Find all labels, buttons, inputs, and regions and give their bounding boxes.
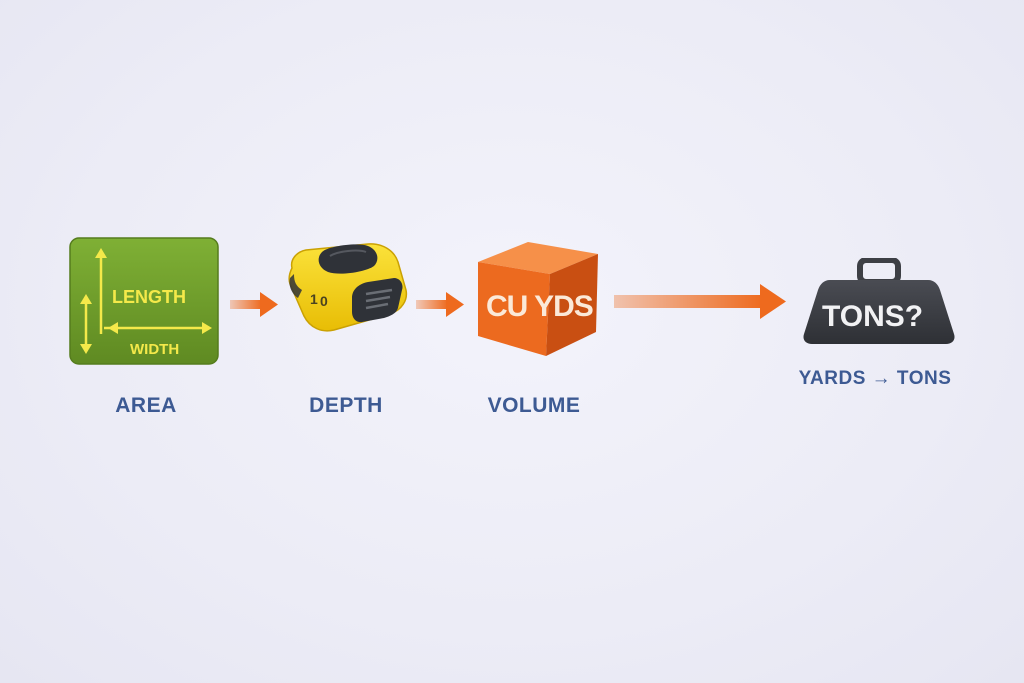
arrow-volume-to-tons [612, 282, 788, 322]
cube-label: CU YDS [486, 290, 593, 323]
area-length-label: LENGTH [112, 287, 186, 307]
area-square-icon: LENGTH WIDTH [68, 236, 220, 366]
arrow-depth-to-volume [414, 290, 466, 320]
arrow-area-to-depth [228, 290, 280, 320]
cube-icon: CU YDS [472, 240, 602, 358]
depth-caption: DEPTH [309, 394, 383, 417]
weight-icon: TONS? [802, 257, 956, 344]
tape-digit-2: 0 [320, 293, 328, 309]
weight-label: TONS? [822, 300, 923, 333]
volume-caption: VOLUME [487, 394, 581, 417]
area-caption: AREA [115, 394, 177, 417]
tons-caption: YARDS → TONS [798, 368, 952, 389]
tape-measure-icon: 1 0 [282, 238, 412, 334]
tape-digit-1: 1 [310, 291, 318, 307]
area-width-label: WIDTH [130, 341, 179, 358]
